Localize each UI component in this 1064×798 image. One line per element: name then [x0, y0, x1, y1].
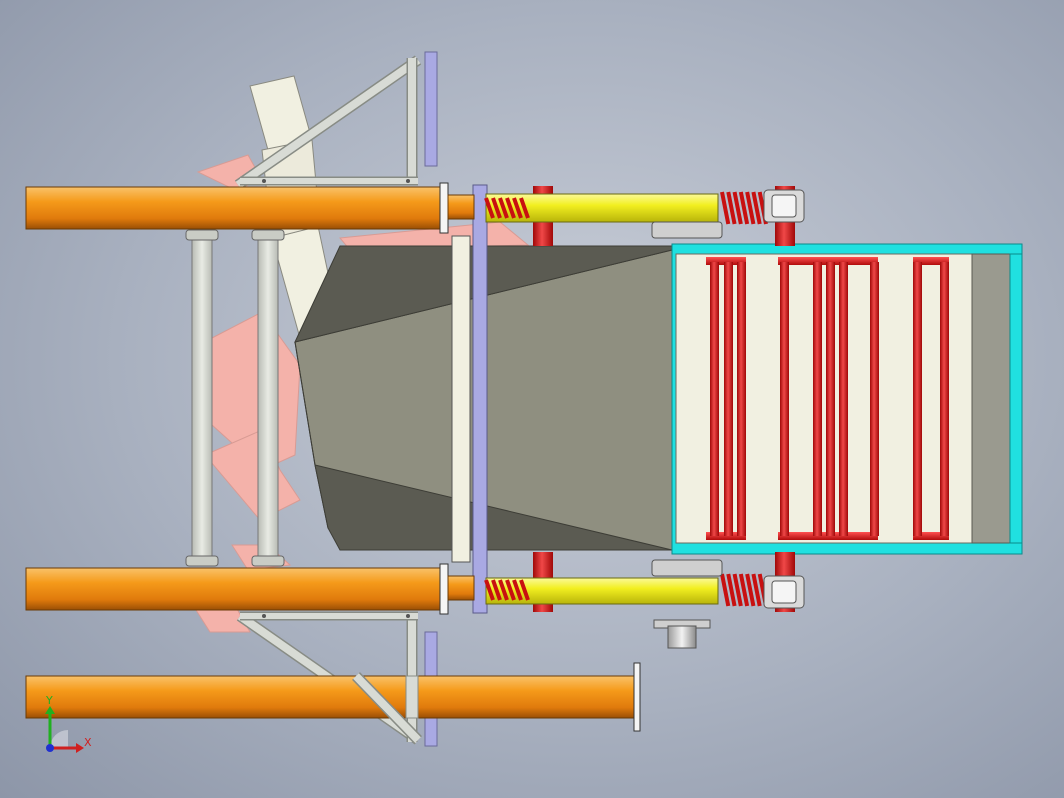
spring-coil — [745, 573, 756, 607]
small-cylinder — [653, 619, 711, 649]
spring-coil — [505, 579, 516, 601]
springs — [484, 191, 768, 607]
spring-coil — [726, 573, 737, 607]
spring-coil — [751, 573, 762, 607]
spring-coil — [738, 191, 750, 225]
bracket-overlay — [352, 672, 422, 744]
spring-coil — [745, 191, 756, 225]
spring-coil — [512, 579, 523, 601]
spring-coil — [491, 197, 502, 219]
coordinate-triad — [45, 706, 84, 753]
spring-coil — [484, 197, 495, 219]
orange-tubes — [25, 182, 641, 732]
top-triangle-bracket — [234, 51, 438, 190]
roller-cage — [706, 257, 949, 540]
spring-coil — [738, 573, 750, 607]
spring-coil — [732, 191, 743, 225]
spring-coil — [505, 197, 516, 219]
spring-coil — [519, 579, 530, 601]
spring-coil — [751, 191, 762, 225]
spring-coil — [726, 191, 737, 225]
y-axis-label: Y — [46, 694, 53, 707]
mount-plate — [451, 184, 488, 614]
spring-coil — [484, 579, 495, 601]
spring-coil — [512, 197, 523, 219]
spring-brackets — [651, 189, 805, 609]
vertical-struts — [185, 229, 285, 567]
spring-coil — [720, 573, 731, 607]
x-axis-label: X — [84, 736, 92, 749]
spring-coil — [498, 197, 509, 219]
spring-coil — [720, 191, 731, 225]
z-axis-dot — [46, 744, 54, 752]
spring-coil — [519, 197, 530, 219]
spring-coil — [491, 579, 502, 601]
spring-coil — [732, 573, 743, 607]
spring-coil — [498, 579, 509, 601]
